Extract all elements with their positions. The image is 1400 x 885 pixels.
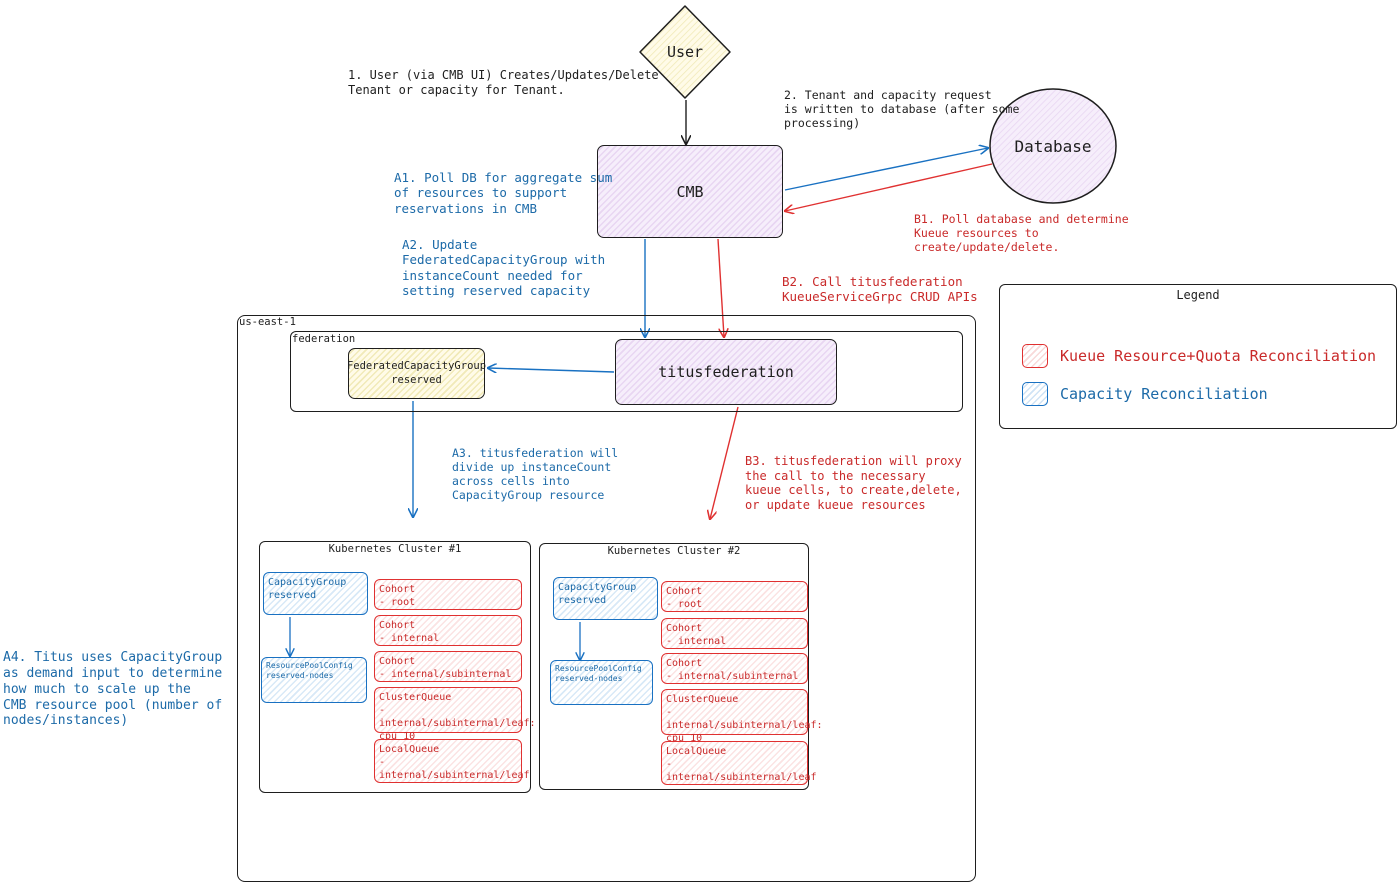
cluster2-frame bbox=[539, 543, 809, 790]
cluster1-capacity-group: CapacityGroup reserved bbox=[263, 572, 368, 615]
annotation-a3: A3. titusfederation will divide up insta… bbox=[452, 446, 619, 503]
annotation-b3: B3. titusfederation will proxy the call … bbox=[745, 454, 962, 512]
annotation-step1: 1. User (via CMB UI) Creates/Updates/Del… bbox=[348, 68, 659, 97]
user-label: User bbox=[666, 43, 704, 61]
cluster1-cohort-subinternal: Cohort - internal/subinternal bbox=[374, 651, 522, 682]
federation-label: federation bbox=[292, 333, 356, 345]
cluster2-localqueue: LocalQueue - internal/subinternal/leaf bbox=[661, 741, 817, 785]
region-frame bbox=[237, 315, 976, 882]
federated-capacity-group: FederatedCapacityGroup reserved bbox=[347, 348, 486, 399]
cluster1-localqueue: LocalQueue - internal/subinternal/leaf bbox=[374, 739, 530, 783]
annotation-a1: A1. Poll DB for aggregate sum of resourc… bbox=[394, 170, 613, 216]
legend-label-capacity: Capacity Reconciliation bbox=[1060, 385, 1268, 403]
cluster2-cohort-root: Cohort - root bbox=[661, 581, 808, 612]
annotation-a2: A2. Update FederatedCapacityGroup with i… bbox=[402, 237, 606, 298]
federation-frame bbox=[290, 331, 963, 412]
database-node bbox=[989, 88, 1117, 204]
annotation-b2: B2. Call titusfederation KueueServiceGrp… bbox=[782, 274, 978, 305]
cluster1-clusterqueue: ClusterQueue - internal/subinternal/leaf… bbox=[374, 687, 536, 742]
user-node bbox=[639, 5, 731, 99]
arrow-titusfederation-to-cluster bbox=[710, 406, 739, 519]
cluster2-resource-pool-config: ResourcePoolConfig reserved-nodes bbox=[550, 660, 653, 705]
arrow-database-to-cmb-red bbox=[785, 163, 993, 211]
titusfederation-node: titusfederation bbox=[615, 339, 837, 405]
cluster1-frame bbox=[259, 541, 531, 793]
arrow-cmb-to-database-blue bbox=[784, 148, 988, 191]
annotation-step2: 2. Tenant and capacity request is writte… bbox=[784, 88, 1020, 131]
arrow-titusfederation-to-fcg bbox=[488, 368, 615, 372]
cluster2-clusterqueue: ClusterQueue - internal/subinternal/leaf… bbox=[661, 689, 823, 744]
legend-swatch-blue bbox=[1022, 382, 1048, 406]
cluster2-cohort-internal: Cohort - internal bbox=[661, 618, 808, 649]
cluster1-cohort-internal: Cohort - internal bbox=[374, 615, 522, 646]
legend-title: Legend bbox=[1176, 288, 1220, 302]
cluster2-title: Kubernetes Cluster #2 bbox=[607, 545, 741, 557]
cluster1-resource-pool-config: ResourcePoolConfig reserved-nodes bbox=[261, 657, 367, 703]
annotation-a4: A4. Titus uses CapacityGroup as demand i… bbox=[3, 650, 223, 729]
database-label: Database bbox=[1014, 136, 1092, 156]
arrow-cmb-to-titusfederation-red bbox=[717, 238, 724, 337]
region-label: us-east-1 bbox=[239, 316, 296, 328]
cluster2-cohort-subinternal: Cohort - internal/subinternal bbox=[661, 653, 808, 684]
legend-label-kueue: Kueue Resource+Quota Reconciliation bbox=[1060, 347, 1377, 365]
annotation-b1: B1. Poll database and determine Kueue re… bbox=[914, 212, 1129, 255]
cluster1-title: Kubernetes Cluster #1 bbox=[328, 543, 462, 555]
cluster2-capacity-group: CapacityGroup reserved bbox=[553, 577, 658, 620]
cmb-node: CMB bbox=[597, 145, 783, 238]
legend-swatch-red bbox=[1022, 344, 1048, 368]
legend: Legend Kueue Resource+Quota Reconciliati… bbox=[999, 284, 1397, 429]
cluster1-cohort-root: Cohort - root bbox=[374, 579, 522, 610]
